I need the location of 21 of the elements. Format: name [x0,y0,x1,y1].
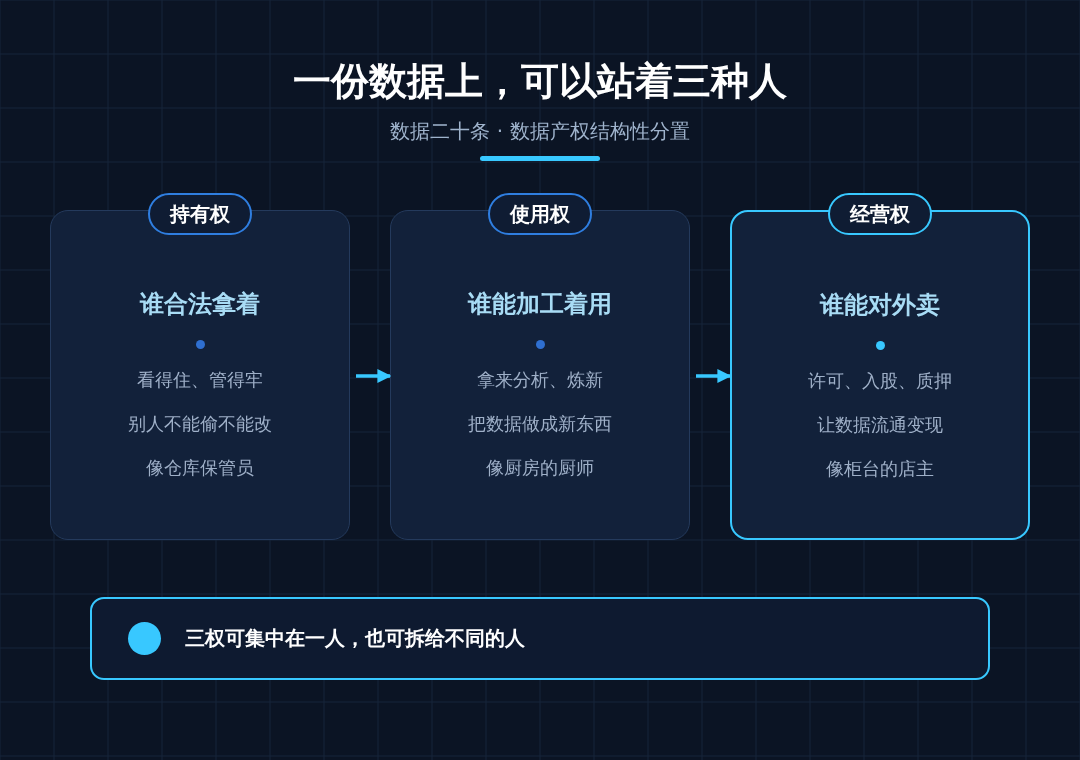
card-text: 像厨房的厨师 [486,456,594,480]
card-heading: 谁能对外卖 [820,290,940,321]
subtitle: 数据二十条 · 数据产权结构性分置 [390,118,690,145]
card-text: 别人不能偷不能改 [128,412,272,436]
note-text: 三权可集中在一人，也可拆给不同的人 [185,625,525,652]
card-text: 许可、入股、质押 [808,369,952,393]
pill-label: 持有权 [148,193,252,235]
arrow [356,369,392,383]
card-heading: 谁能加工着用 [468,289,612,320]
card-heading: 谁合法拿着 [140,289,260,320]
card-text: 拿来分析、炼新 [477,368,603,392]
pill-label: 使用权 [488,193,592,235]
card-text: 看得住、管得牢 [137,368,263,392]
title: 一份数据上，可以站着三种人 [293,58,787,105]
card-text: 像仓库保管员 [146,456,254,480]
card-text: 把数据做成新东西 [468,412,612,436]
card-text: 让数据流通变现 [817,413,943,437]
note-box [90,597,990,680]
arrow [696,369,732,383]
pill-label: 经营权 [828,193,932,235]
card-text: 像柜台的店主 [826,457,934,481]
